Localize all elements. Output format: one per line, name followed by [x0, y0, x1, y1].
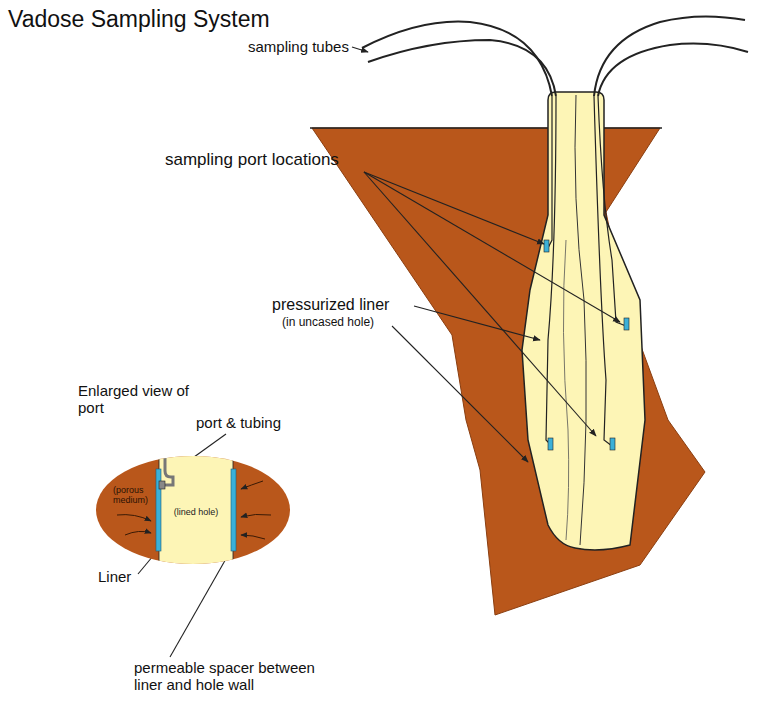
port-mark	[544, 240, 549, 252]
sampling-tube	[548, 96, 552, 248]
port-tubing	[161, 455, 173, 485]
flow-arrow	[125, 531, 151, 535]
liner-fold	[563, 240, 568, 540]
sampling-tube	[362, 22, 552, 96]
sampling-tube	[594, 96, 612, 446]
hole-label: (lined hole)	[161, 507, 231, 517]
part-label: permeable spacer between liner and hole …	[134, 659, 334, 694]
flow-arrow	[241, 481, 263, 489]
diagram-title: Vadose Sampling System	[8, 6, 270, 32]
port-mark	[548, 438, 553, 450]
port-mark	[624, 318, 629, 330]
sampling-tube	[598, 96, 626, 326]
soil-section	[312, 128, 705, 615]
porous-medium	[96, 456, 290, 564]
part-label: port & tubing	[196, 414, 281, 431]
sampling-tube	[594, 16, 745, 96]
part-label: (in uncased hole)	[282, 316, 374, 330]
sampling-tube	[598, 44, 748, 96]
leader-lines	[138, 47, 620, 657]
part-label: Enlarged view of port	[78, 382, 198, 417]
sampling-tube	[546, 96, 556, 446]
flow-arrow	[117, 515, 151, 521]
enlarged-view-ellipse: (porous medium)(lined hole)	[95, 455, 291, 565]
flow-arrow	[241, 514, 271, 517]
spacer-strip	[231, 469, 236, 551]
flow-arrow	[241, 535, 265, 539]
part-label: sampling port locations	[165, 150, 339, 170]
part-label: pressurized liner	[272, 296, 389, 314]
lined-hole	[159, 455, 233, 565]
part-label: sampling tubes	[248, 38, 349, 55]
ground-surface	[310, 127, 662, 129]
medium-label: (porous medium)	[113, 485, 159, 506]
port-mark	[610, 438, 615, 450]
port	[159, 481, 165, 489]
pressurized-liner	[522, 92, 645, 550]
liner-fold	[575, 95, 586, 545]
part-label: Liner	[98, 568, 131, 585]
sampling-tube	[368, 40, 556, 96]
